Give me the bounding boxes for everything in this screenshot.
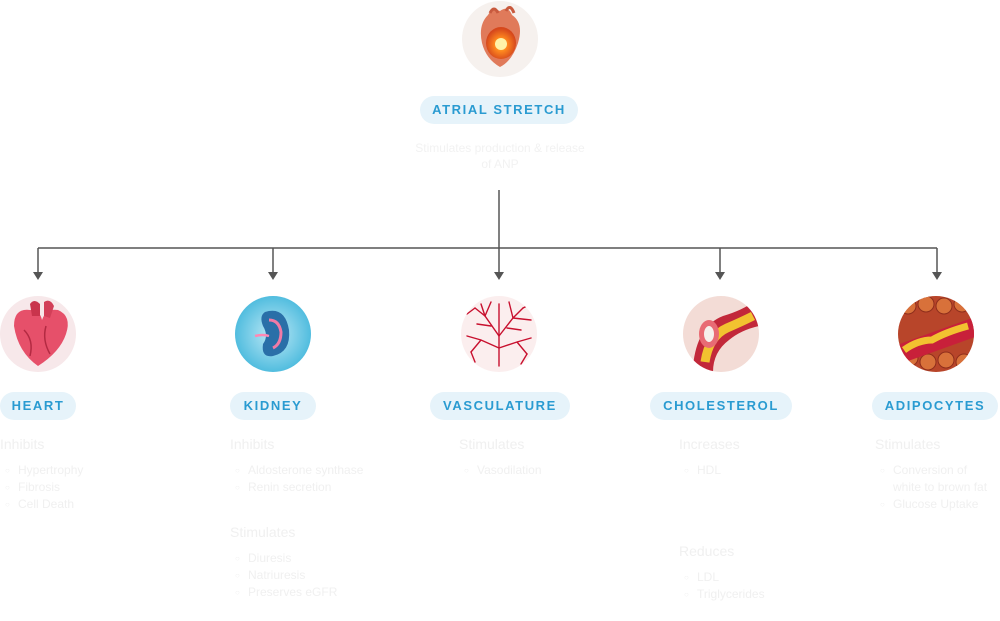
target-pill-vasculature: VASCULATURE xyxy=(430,392,570,420)
vessels-icon xyxy=(461,296,537,372)
fat-tissue-icon xyxy=(898,296,974,372)
effects-adipocytes: Stimulates Conversion of white to brown … xyxy=(875,436,993,531)
kidney-icon xyxy=(235,296,311,372)
list-item: Fibrosis xyxy=(5,479,140,496)
effect-group: Stimulates Diuresis Natriuresis Preserve… xyxy=(230,524,420,601)
effects-cholesterol: Increases HDL Reduces LDL Triglycerides xyxy=(679,436,819,621)
artery-plaque-icon xyxy=(683,296,759,372)
effect-group: Stimulates Conversion of white to brown … xyxy=(875,436,993,513)
group-heading: Reduces xyxy=(679,543,735,559)
effects-vasculature: Stimulates Vasodilation xyxy=(459,436,599,497)
arrow-cholesterol xyxy=(715,248,725,280)
group-heading: Stimulates xyxy=(875,436,941,452)
list-item: Preserves eGFR xyxy=(235,584,420,601)
list-item: Diuresis xyxy=(235,550,420,567)
effects-heart: Inhibits Hypertrophy Fibrosis Cell Death xyxy=(0,436,140,531)
heart-icon xyxy=(0,296,76,372)
arrow-adipocytes xyxy=(932,248,942,280)
heart-glow-icon xyxy=(462,1,538,77)
effect-group: Reduces LDL Triglycerides xyxy=(679,543,819,603)
list-item: Renin secretion xyxy=(235,479,420,496)
list-item: Glucose Uptake xyxy=(880,496,993,513)
list-item: Vasodilation xyxy=(464,462,599,479)
target-pill-heart: HEART xyxy=(0,392,76,420)
effect-group: Inhibits Aldosterone synthase Renin secr… xyxy=(230,436,420,496)
arrow-vasculature xyxy=(494,248,504,280)
group-heading: Stimulates xyxy=(230,524,296,540)
group-heading: Increases xyxy=(679,436,740,452)
root-label-pill: ATRIAL STRETCH xyxy=(420,96,578,124)
group-heading: Inhibits xyxy=(230,436,275,452)
effect-group: Inhibits Hypertrophy Fibrosis Cell Death xyxy=(0,436,140,513)
effect-group: Increases HDL xyxy=(679,436,819,479)
root-description: Stimulates production & release of ANP xyxy=(415,141,585,171)
target-pill-kidney: KIDNEY xyxy=(230,392,316,420)
list-item: HDL xyxy=(684,462,819,479)
target-pill-adipocytes: ADIPOCYTES xyxy=(872,392,998,420)
list-item: Natriuresis xyxy=(235,567,420,584)
list-item: Hypertrophy xyxy=(5,462,140,479)
list-item: Conversion of white to brown fat xyxy=(880,462,993,496)
list-item: LDL xyxy=(684,569,819,586)
arrow-kidney xyxy=(268,248,278,280)
effects-kidney: Inhibits Aldosterone synthase Renin secr… xyxy=(230,436,420,619)
target-pill-cholesterol: CHOLESTEROL xyxy=(650,392,792,420)
arrow-heart xyxy=(33,248,43,280)
group-heading: Stimulates xyxy=(459,436,525,452)
list-item: Triglycerides xyxy=(684,586,819,603)
list-item: Cell Death xyxy=(5,496,140,513)
group-heading: Inhibits xyxy=(0,436,45,452)
list-item: Aldosterone synthase xyxy=(235,462,420,479)
effect-group: Stimulates Vasodilation xyxy=(459,436,599,479)
